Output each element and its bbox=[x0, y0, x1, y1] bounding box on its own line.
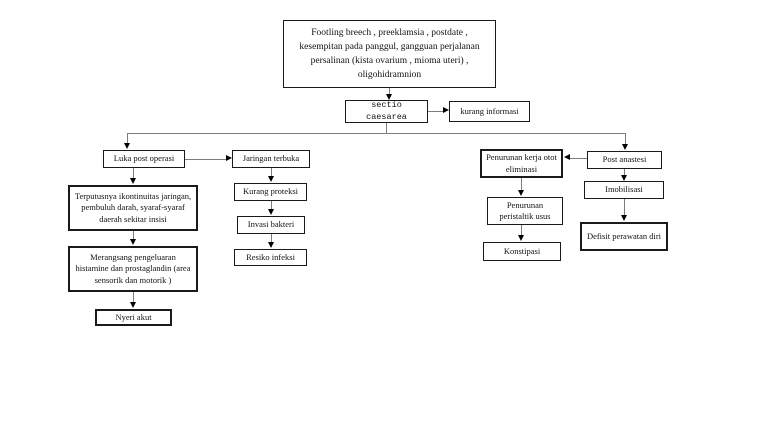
arrowhead-down-icon bbox=[268, 242, 274, 248]
node-merangsang-histamin: Merangsang pengeluaran histamine dan pro… bbox=[68, 246, 198, 292]
arrowhead-down-icon bbox=[622, 144, 628, 150]
arrowhead-down-icon bbox=[130, 239, 136, 245]
connector bbox=[127, 133, 625, 134]
arrowhead-down-icon bbox=[124, 143, 130, 149]
arrowhead-down-icon bbox=[386, 94, 392, 100]
connector bbox=[521, 225, 522, 236]
node-terputusnya-kontinuitas: Terputusnya ikontinuitas jaringan, pembu… bbox=[68, 185, 198, 231]
node-sectio-caesarea: sectio caesarea bbox=[345, 100, 428, 123]
node-luka-post-operasi: Luka post operasi bbox=[103, 150, 185, 168]
arrowhead-left-icon bbox=[564, 154, 570, 160]
connector bbox=[133, 231, 134, 239]
node-jaringan-terbuka: Jaringan terbuka bbox=[232, 150, 310, 168]
arrowhead-right-icon bbox=[226, 155, 232, 161]
connector bbox=[624, 169, 625, 176]
arrowhead-down-icon bbox=[268, 209, 274, 215]
connector bbox=[570, 158, 587, 159]
arrowhead-down-icon bbox=[518, 190, 524, 196]
arrowhead-down-icon bbox=[621, 215, 627, 221]
connector bbox=[133, 168, 134, 178]
connector bbox=[271, 201, 272, 209]
node-defisit-perawatan-diri: Defisit perawatan diri bbox=[580, 222, 668, 251]
connector bbox=[133, 292, 134, 302]
node-imobilisasi: Imobilisasi bbox=[584, 181, 664, 199]
arrowhead-down-icon bbox=[518, 235, 524, 241]
arrowhead-down-icon bbox=[621, 175, 627, 181]
connector bbox=[624, 199, 625, 216]
arrowhead-right-icon bbox=[443, 107, 449, 113]
node-post-anastesi: Post anastesi bbox=[587, 151, 662, 169]
connector bbox=[521, 178, 522, 191]
node-nyeri-akut: Nyeri akut bbox=[95, 309, 172, 326]
connector bbox=[625, 133, 626, 145]
node-penurunan-peristaltik: Penurunan peristaltik usus bbox=[487, 197, 563, 225]
connector bbox=[127, 133, 128, 144]
node-resiko-infeksi: Resiko infeksi bbox=[234, 249, 307, 266]
connector bbox=[386, 123, 387, 133]
arrowhead-down-icon bbox=[268, 176, 274, 182]
node-kurang-proteksi: Kurang proteksi bbox=[234, 183, 307, 201]
node-invasi-bakteri: Invasi bakteri bbox=[237, 216, 305, 234]
connector bbox=[271, 168, 272, 176]
connector bbox=[271, 234, 272, 242]
connector bbox=[185, 159, 227, 160]
connector bbox=[389, 88, 390, 95]
node-penurunan-kerja-otot: Penurunan kerja otot eliminasi bbox=[480, 149, 563, 178]
node-kurang-informasi: kurang informasi bbox=[449, 101, 530, 122]
node-konstipasi: Konstipasi bbox=[483, 242, 561, 261]
connector bbox=[428, 111, 444, 112]
arrowhead-down-icon bbox=[130, 178, 136, 184]
arrowhead-down-icon bbox=[130, 302, 136, 308]
node-etiology: Footling breech , preeklamsia , postdate… bbox=[283, 20, 496, 88]
